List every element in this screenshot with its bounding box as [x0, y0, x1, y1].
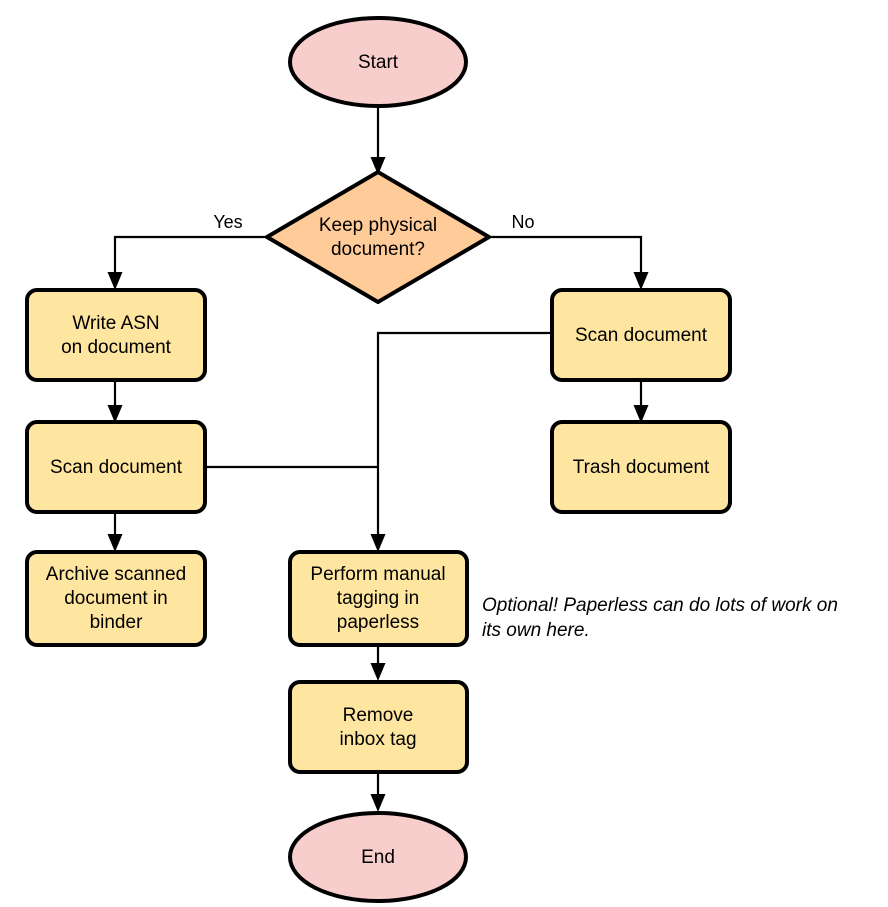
edge-scan-left-to-archive: [107, 512, 123, 552]
scan-left-label: Scan document: [50, 457, 183, 478]
trash-label: Trash document: [573, 457, 710, 478]
end-label: End: [361, 847, 395, 868]
remove-inbox-box-shape: [288, 680, 469, 774]
edge-decision-no-to-scan-right: [489, 235, 649, 290]
edge-label-yes: Yes: [213, 212, 242, 232]
remove-inbox-label-line1: Remove: [343, 705, 414, 726]
decision-diamond-shape: [265, 170, 491, 304]
node-end[interactable]: End: [288, 811, 468, 903]
tagging-label-line1: Perform manual: [310, 564, 445, 585]
scan-right-box-shape: [550, 288, 732, 382]
edge-remove-inbox-to-end: [370, 772, 386, 812]
start-ellipse-shape: [288, 16, 468, 108]
annotation-line1: Optional! Paperless can do lots of work …: [482, 595, 838, 616]
start-label: Start: [358, 52, 399, 73]
node-scan-document-left[interactable]: Scan document: [25, 420, 207, 514]
tagging-box-shape: [288, 550, 469, 647]
annotation-optional-note: Optional! Paperless can do lots of work …: [482, 595, 838, 641]
node-perform-manual-tagging[interactable]: Perform manual tagging in paperless: [288, 550, 469, 647]
write-asn-label-line1: Write ASN: [72, 313, 159, 334]
node-trash-document[interactable]: Trash document: [550, 420, 732, 514]
write-asn-box-shape: [25, 288, 207, 382]
edge-start-to-decision: [370, 104, 386, 175]
archive-label-line2: document in: [64, 588, 168, 609]
node-decision-keep-physical-document[interactable]: Keep physical document?: [265, 170, 491, 304]
tagging-label-line2: tagging in: [337, 588, 419, 609]
node-remove-inbox-tag[interactable]: Remove inbox tag: [288, 680, 469, 774]
write-asn-label-line2: on document: [61, 337, 172, 358]
edge-write-asn-to-scan-left: [107, 380, 123, 423]
tagging-label-line3: paperless: [337, 612, 419, 633]
node-scan-document-right[interactable]: Scan document: [550, 288, 732, 382]
edge-scan-right-to-trash: [633, 380, 649, 423]
edge-decision-yes-to-write-asn: [107, 235, 267, 290]
decision-label-line1: Keep physical: [319, 215, 437, 236]
edge-scan-right-to-tagging: [370, 331, 552, 552]
decision-label-line2: document?: [331, 239, 425, 260]
node-start[interactable]: Start: [288, 16, 468, 108]
archive-label-line1: Archive scanned: [46, 564, 186, 585]
node-write-asn-on-document[interactable]: Write ASN on document: [25, 288, 207, 382]
edge-tagging-to-remove-inbox: [370, 645, 386, 681]
edge-label-no: No: [511, 212, 534, 232]
end-ellipse-shape: [288, 811, 468, 903]
annotation-line2: its own here.: [482, 620, 590, 641]
scan-right-label: Scan document: [575, 325, 708, 346]
trash-box-shape: [550, 420, 732, 514]
remove-inbox-label-line2: inbox tag: [339, 729, 416, 750]
scan-left-box-shape: [25, 420, 207, 514]
node-archive-scanned-document[interactable]: Archive scanned document in binder: [25, 550, 207, 647]
archive-box-shape: [25, 550, 207, 647]
archive-label-line3: binder: [90, 612, 143, 633]
